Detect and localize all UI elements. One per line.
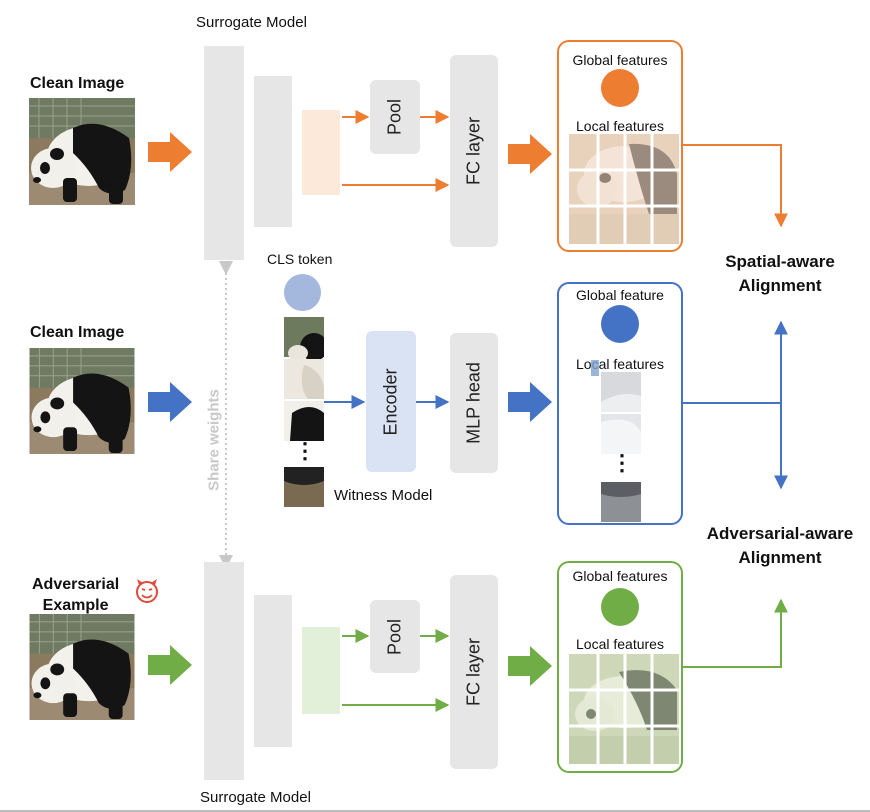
panda-image-clean-mid (29, 348, 135, 454)
global-features-top-label: Global features (572, 52, 668, 68)
global-feature-top-circle (601, 69, 639, 107)
pool-top-box: Pool (370, 80, 420, 154)
devil-face-icon (136, 579, 158, 603)
surrogate-top-layer2 (254, 76, 292, 227)
local-features-mid-label: Local features (576, 356, 664, 372)
green-to-adversarial (683, 598, 788, 668)
orange-to-spatial (683, 144, 788, 228)
arrow-fc-top-out (508, 134, 552, 174)
spatial-aware-alignment-label: Spatial-aware Alignment (710, 250, 850, 298)
clean-image-mid-label: Clean Image (30, 324, 125, 341)
pool-bottom-label: Pool (384, 618, 405, 655)
encoder-box: Encoder (366, 331, 416, 472)
global-feature-bottom-circle (601, 588, 639, 626)
arrow-clean-mid (148, 382, 192, 422)
arrow-fc-bottom-out (508, 646, 552, 686)
mlp-head-box: MLP head (450, 333, 498, 473)
local-features-top-label: Local features (576, 118, 664, 134)
arrow-adversarial (148, 645, 192, 685)
encoder-label: Encoder (380, 367, 401, 436)
witness-model-label: Witness Model (334, 487, 433, 504)
pool-bottom-box: Pool (370, 600, 420, 673)
adversarial-align-line2: Alignment (738, 548, 822, 567)
surrogate-top-layer1 (204, 46, 244, 260)
adversarial-align-line1: Adversarial-aware (706, 524, 854, 543)
arrow-mlp-out (508, 382, 552, 422)
fc-layer-bottom-box: FC layer (450, 575, 498, 769)
pool-top-label: Pool (384, 98, 405, 136)
global-features-bottom-label: Global features (572, 568, 668, 584)
cls-token-label: CLS token (267, 251, 333, 267)
local-features-mid-patches (601, 372, 641, 522)
local-features-bottom-label: Local features (576, 636, 664, 652)
panda-image-adversarial (29, 614, 135, 720)
fc-layer-bottom-label: FC layer (463, 637, 484, 707)
arrow-clean-top (148, 132, 192, 172)
surrogate-model-bottom-label: Surrogate Model (200, 789, 311, 806)
fc-layer-top-box: FC layer (450, 55, 498, 247)
local-features-top-grid (569, 134, 679, 244)
surrogate-top-feature-map (302, 110, 340, 195)
spatial-line1: Spatial-aware (725, 252, 835, 271)
adversarial-label-line2: Example (42, 597, 109, 614)
surrogate-model-top-label: Surrogate Model (196, 14, 307, 31)
image-patch-tokens (284, 317, 324, 507)
surrogate-bottom-layer1 (204, 562, 244, 780)
global-feature-mid-label: Global feature (576, 287, 664, 303)
local-features-mid-ellipsis: ⋮ (611, 450, 633, 475)
fc-layer-top-label: FC layer (463, 116, 484, 186)
adversarial-aware-alignment-label: Adversarial-aware Alignment (690, 522, 870, 570)
feature-panel-middle: Global feature Local features ⋮ (557, 282, 683, 525)
surrogate-bottom-feature-map (302, 627, 340, 714)
adversarial-label-line1: Adversarial (32, 576, 120, 593)
patch-tokens-ellipsis: ⋮ (294, 438, 316, 463)
feature-panel-top: Global features Local features (557, 40, 683, 252)
local-features-bottom-grid (569, 654, 679, 764)
adversarial-example-label: Adversarial Example (32, 574, 119, 616)
feature-panel-bottom: Global features Local features (557, 561, 683, 773)
share-weights-label: Share weights (205, 389, 223, 491)
surrogate-bottom-layer2 (254, 595, 292, 747)
mlp-head-label: MLP head (463, 362, 484, 444)
local-feature-mid-marker (591, 360, 599, 376)
clean-image-top-label: Clean Image (30, 75, 125, 92)
cls-token-circle (284, 274, 321, 311)
global-feature-mid-circle (601, 305, 639, 343)
panda-image-clean-top (29, 98, 135, 205)
spatial-line2: Alignment (738, 276, 822, 295)
